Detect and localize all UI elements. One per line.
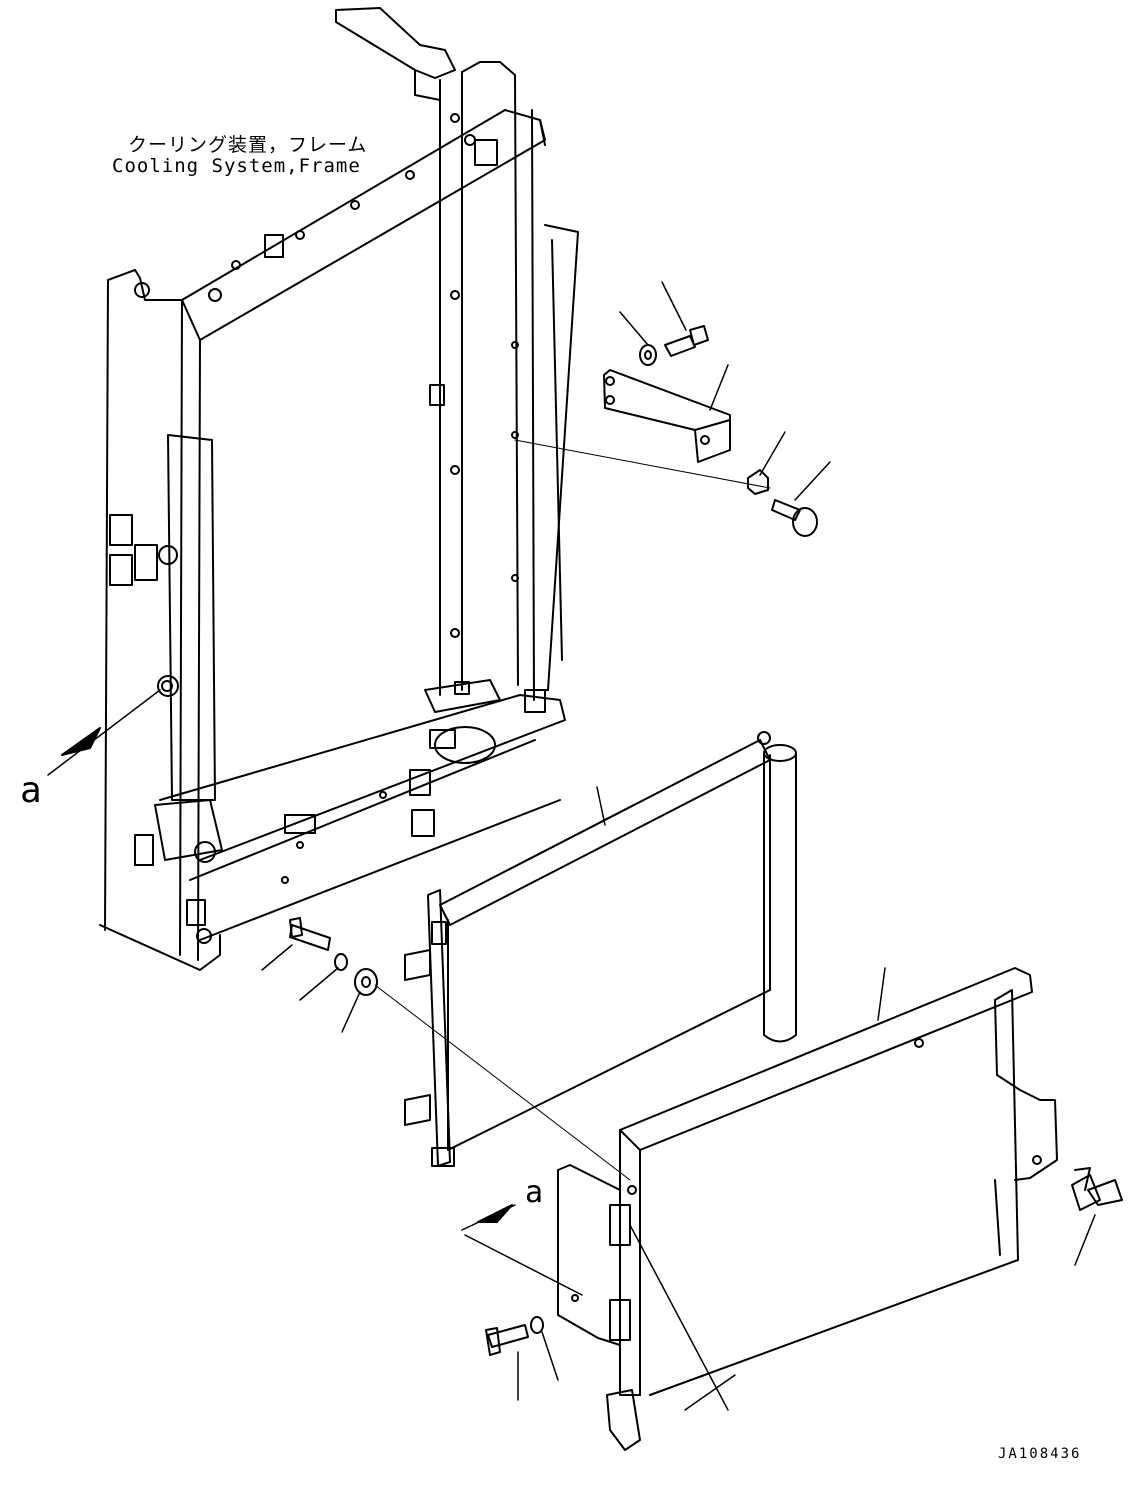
cooling-system-frame [47,7,579,971]
drawing-number: JA108436 [998,1446,1082,1462]
bracket-assembly [514,281,831,537]
view-label-a-screen: a [525,1175,544,1210]
condenser-core [261,731,797,1181]
assembly-title-english: Cooling System,Frame [112,155,361,177]
assembly-title-japanese: クーリング装置，フレーム [128,134,368,156]
view-label-a-frame: a [20,770,42,811]
screen-frame [461,967,1123,1451]
